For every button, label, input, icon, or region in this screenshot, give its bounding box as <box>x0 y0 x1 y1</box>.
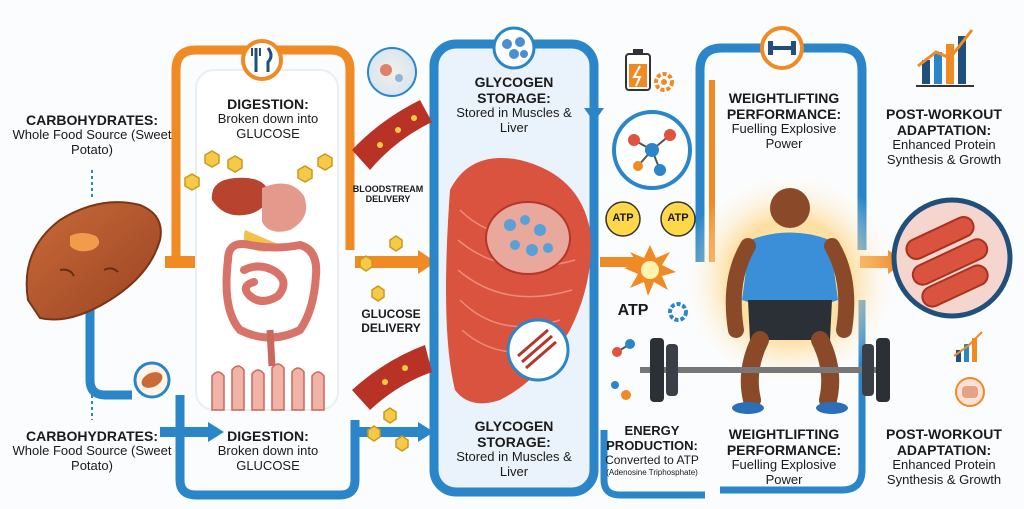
energy-label: ENERGY PRODUCTION: Converted to ATP (Ade… <box>596 423 708 477</box>
digestion-bottom-title: DIGESTION: <box>227 428 309 444</box>
sweet-potato-icon <box>25 201 162 321</box>
glucose-molecules <box>184 150 409 452</box>
glycogen-icon <box>492 26 536 70</box>
atp-badge-1-bg <box>605 201 641 237</box>
bloodstream-title: BLOODSTREAM DELIVERY <box>352 184 424 205</box>
carbs-bottom-label: CARBOHYDRATES: Whole Food Source (Sweet … <box>4 428 180 474</box>
muscle-fiber-growth-icon <box>891 197 1013 319</box>
gear-icon <box>654 72 674 92</box>
weightlifting-bottom-title: WEIGHTLIFTING PERFORMANCE: <box>726 426 842 459</box>
atp-badge-2-bg <box>660 201 696 237</box>
molecule-icon-small <box>611 339 635 400</box>
post-workout-bottom-body: Enhanced Protein Synthesis & Growth <box>886 457 1002 488</box>
atp-badge-2: ATP <box>667 212 689 224</box>
carbs-bottom-title: CARBOHYDRATES: <box>26 428 158 444</box>
glucose-delivery-title: GLUCOSE DELIVERY <box>361 307 421 335</box>
carbs-top-body: Whole Food Source (Sweet Potato) <box>12 127 172 158</box>
digestion-top-title: DIGESTION: <box>227 96 309 112</box>
energy-note: (Adenosine Triphosphate) <box>606 467 698 477</box>
weightlifting-bottom-body: Fuelling Explosive Power <box>731 457 837 488</box>
glycogen-bottom-label: GLYCOGEN STORAGE: Stored in Muscles & Li… <box>446 418 582 480</box>
fist-icon <box>955 377 985 407</box>
energy-title: ENERGY PRODUCTION: <box>606 423 698 453</box>
post-workout-bottom-title: POST-WORKOUT ADAPTATION: <box>886 426 1002 459</box>
intestinal-villi-icon <box>211 363 325 411</box>
carbs-top-label: CARBOHYDRATES: Whole Food Source (Sweet … <box>4 112 180 158</box>
digestion-top-body: Broken down into GLUCOSE <box>217 111 319 142</box>
glucose-delivery-label: GLUCOSE DELIVERY <box>352 307 430 336</box>
muscle-fiber-icon <box>446 158 591 404</box>
atp-label: ATP <box>617 302 649 319</box>
digestion-top-label: DIGESTION: Broken down into GLUCOSE <box>202 96 334 142</box>
cell-icon <box>367 47 417 97</box>
fork-knife-icon <box>241 39 283 81</box>
blood-vessel-icon <box>352 100 432 410</box>
weightlifting-top-body: Fuelling Explosive Power <box>731 121 837 152</box>
weightlifting-top-title: WEIGHTLIFTING PERFORMANCE: <box>726 90 842 123</box>
molecule-icon <box>612 110 692 190</box>
atp-badge-1: ATP <box>612 212 634 224</box>
dumbbell-icon <box>760 26 804 70</box>
weightlifting-bottom-label: WEIGHTLIFTING PERFORMANCE: Fuelling Expl… <box>712 426 856 488</box>
post-workout-bottom-label: POST-WORKOUT ADAPTATION: Enhanced Protei… <box>868 426 1020 488</box>
post-workout-top-title: POST-WORKOUT ADAPTATION: <box>886 106 1002 139</box>
glycogen-bottom-title: GLYCOGEN STORAGE: <box>474 418 554 451</box>
digestion-bottom-label: DIGESTION: Broken down into GLUCOSE <box>202 428 334 474</box>
barbell-icon <box>640 338 890 402</box>
carbs-top-title: CARBOHYDRATES: <box>26 112 158 128</box>
weightlifting-top-label: WEIGHTLIFTING PERFORMANCE: Fuelling Expl… <box>712 90 856 152</box>
blue-flow-arrow-left <box>85 310 132 400</box>
bloodstream-label: BLOODSTREAM DELIVERY <box>348 184 428 205</box>
glycogen-bottom-body: Stored in Muscles & Liver <box>456 449 572 480</box>
digestion-bottom-body: Broken down into GLUCOSE <box>217 443 319 474</box>
battery-icon <box>625 49 651 91</box>
glycogen-top-label: GLYCOGEN STORAGE: Stored in Muscles & Li… <box>446 74 582 136</box>
explosion-icon <box>624 245 676 296</box>
sweet-potato-small-icon <box>133 361 171 399</box>
carbs-bottom-body: Whole Food Source (Sweet Potato) <box>12 443 172 474</box>
glycogen-top-body: Stored in Muscles & Liver <box>456 105 572 136</box>
glycogen-top-title: GLYCOGEN STORAGE: <box>474 74 554 107</box>
post-workout-top-body: Enhanced Protein Synthesis & Growth <box>886 137 1002 168</box>
digestive-system-icon <box>211 177 321 367</box>
growth-chart-icon <box>916 29 974 87</box>
growth-chart-small-icon <box>953 331 983 362</box>
energy-body: Converted to ATP <box>605 452 699 467</box>
post-workout-top-label: POST-WORKOUT ADAPTATION: Enhanced Protei… <box>868 106 1020 168</box>
